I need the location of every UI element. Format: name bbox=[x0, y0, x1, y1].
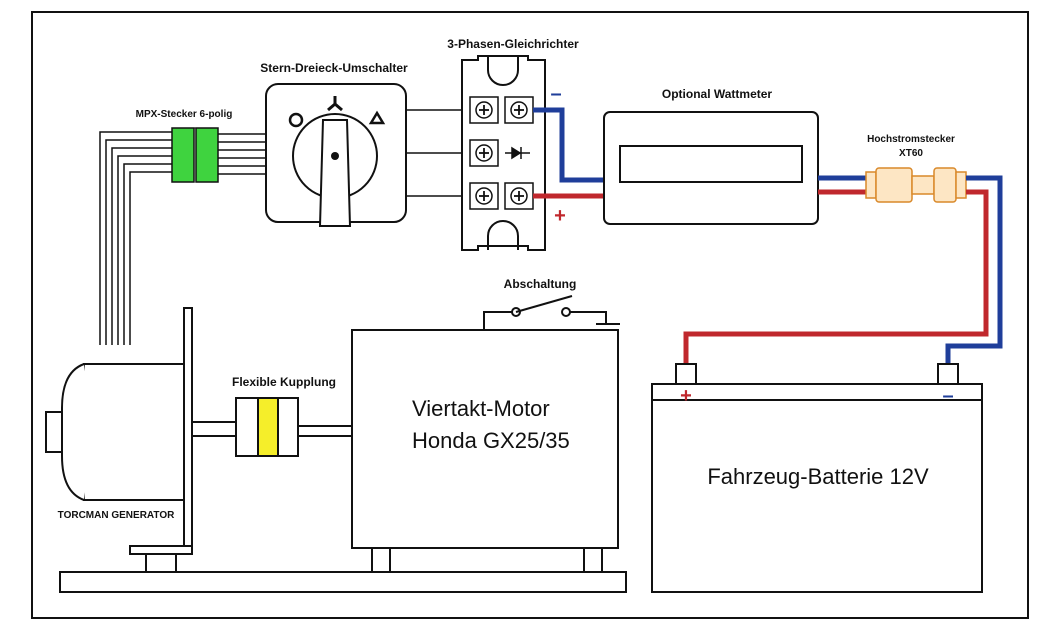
star-delta-switch bbox=[265, 83, 407, 227]
xt60-label: XT60 bbox=[899, 148, 923, 159]
negative-wire-xt60-to-battery bbox=[945, 175, 1003, 366]
off-symbol-icon bbox=[288, 112, 304, 128]
star-delta-switch-label: Stern-Dreieck-Umschalter bbox=[260, 61, 408, 75]
wattmeter bbox=[603, 111, 819, 225]
delta-symbol-icon bbox=[368, 110, 386, 125]
rectifier-plus-sign: + bbox=[554, 205, 566, 227]
switch-to-rectifier-wires bbox=[406, 109, 470, 197]
wattmeter-label: Optional Wattmeter bbox=[662, 87, 773, 101]
wattmeter-display bbox=[619, 145, 803, 183]
diode-icon bbox=[505, 146, 530, 160]
star-symbol-icon bbox=[327, 96, 343, 112]
mpx-to-switch-wires bbox=[218, 133, 266, 175]
rectifier bbox=[461, 55, 546, 251]
battery bbox=[651, 363, 983, 593]
base-plate bbox=[59, 571, 627, 593]
xt60-connector bbox=[865, 167, 967, 203]
mpx-connector bbox=[171, 127, 219, 183]
flexible-coupling bbox=[235, 397, 299, 457]
generator-label: TORCMAN GENERATOR bbox=[58, 510, 175, 521]
generator bbox=[45, 307, 193, 573]
negative-wire-rectifier-to-wattmeter bbox=[533, 107, 604, 183]
coupling-label: Flexible Kupplung bbox=[232, 375, 336, 389]
engine-label-line1: Viertakt-Motor bbox=[412, 396, 550, 421]
battery-label: Fahrzeug-Batterie 12V bbox=[707, 464, 929, 489]
high-current-connector-label: Hochstromstecker bbox=[867, 134, 955, 145]
rectifier-label: 3-Phasen-Gleichrichter bbox=[447, 37, 579, 51]
cutoff-label: Abschaltung bbox=[504, 277, 577, 291]
positive-wire-xt60-to-battery bbox=[683, 189, 989, 366]
engine-label-line2: Honda GX25/35 bbox=[412, 428, 570, 453]
generator-wires bbox=[99, 131, 172, 345]
cutoff-switch bbox=[483, 295, 620, 330]
mpx-connector-label: MPX-Stecker 6-polig bbox=[136, 109, 233, 120]
diagram-frame bbox=[31, 11, 1029, 619]
battery-plus-sign: + bbox=[680, 385, 692, 407]
battery-minus-sign: – bbox=[942, 385, 953, 407]
rectifier-minus-sign: – bbox=[550, 83, 561, 105]
